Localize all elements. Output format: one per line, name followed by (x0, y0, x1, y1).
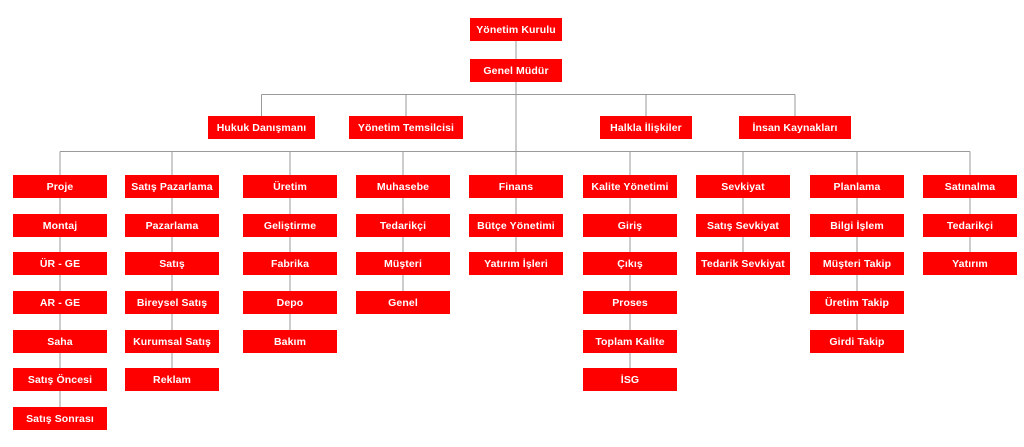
node-tedarikci-2: Tedarikçi (923, 214, 1017, 237)
node-cikis: Çıkış (583, 252, 677, 275)
node-genel: Genel (356, 291, 450, 314)
node-yonetim-kurulu: Yönetim Kurulu (470, 18, 562, 41)
node-musteri: Müşteri (356, 252, 450, 275)
node-kalite-yonetimi: Kalite Yönetimi (583, 175, 677, 198)
node-girdi-takip: Girdi Takip (810, 330, 904, 353)
node-toplam-kalite: Toplam Kalite (583, 330, 677, 353)
node-yatirim: Yatırım (923, 252, 1017, 275)
node-yatirim-isleri: Yatırım İşleri (469, 252, 563, 275)
node-sevkiyat: Sevkiyat (696, 175, 790, 198)
node-gelistirme: Geliştirme (243, 214, 337, 237)
node-isg: İSG (583, 368, 677, 391)
node-saha: Saha (13, 330, 107, 353)
node-hukuk-danismani: Hukuk Danışmanı (208, 116, 315, 139)
node-fabrika: Fabrika (243, 252, 337, 275)
node-musteri-takip: Müşteri Takip (810, 252, 904, 275)
node-satis-sevkiyat: Satış Sevkiyat (696, 214, 790, 237)
node-finans: Finans (469, 175, 563, 198)
node-montaj: Montaj (13, 214, 107, 237)
node-depo: Depo (243, 291, 337, 314)
node-ur-ge: ÜR - GE (13, 252, 107, 275)
node-satis-oncesi: Satış Öncesi (13, 368, 107, 391)
node-satis: Satış (125, 252, 219, 275)
node-giris: Giriş (583, 214, 677, 237)
node-tedarik-sevkiyat: Tedarik Sevkiyat (696, 252, 790, 275)
node-bireysel-satis: Bireysel Satış (125, 291, 219, 314)
node-insan-kaynaklari: İnsan Kaynakları (739, 116, 851, 139)
node-planlama: Planlama (810, 175, 904, 198)
node-kurumsal-satis: Kurumsal Satış (125, 330, 219, 353)
node-butce-yonetimi: Bütçe Yönetimi (469, 214, 563, 237)
node-satinalma: Satınalma (923, 175, 1017, 198)
node-bakim: Bakım (243, 330, 337, 353)
node-pazarlama: Pazarlama (125, 214, 219, 237)
node-uretim-takip: Üretim Takip (810, 291, 904, 314)
node-tedarikci: Tedarikçi (356, 214, 450, 237)
node-muhasebe: Muhasebe (356, 175, 450, 198)
node-ar-ge: AR - GE (13, 291, 107, 314)
node-yonetim-temsilcisi: Yönetim Temsilcisi (349, 116, 463, 139)
node-uretim: Üretim (243, 175, 337, 198)
node-proje: Proje (13, 175, 107, 198)
node-halkla-iliskiler: Halkla İlişkiler (600, 116, 692, 139)
node-genel-mudur: Genel Müdür (470, 59, 562, 82)
node-bilgi-islem: Bilgi İşlem (810, 214, 904, 237)
node-reklam: Reklam (125, 368, 219, 391)
node-satis-pazarlama: Satış Pazarlama (125, 175, 219, 198)
node-satis-sonrasi: Satış Sonrası (13, 407, 107, 430)
node-proses: Proses (583, 291, 677, 314)
